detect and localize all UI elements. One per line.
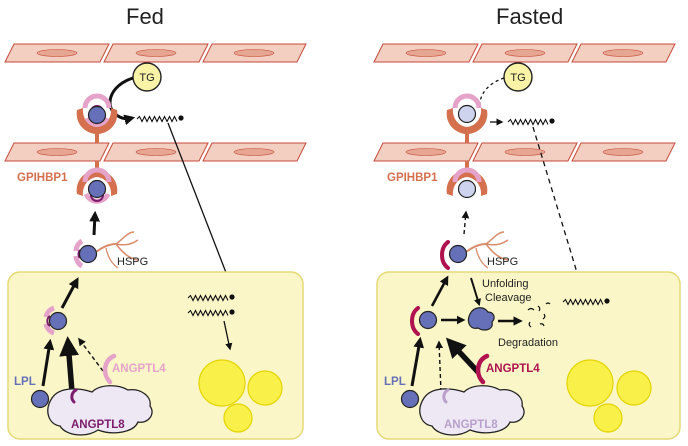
lipid-droplet-icon <box>566 359 652 433</box>
lpl-dimer-luminal <box>82 93 112 127</box>
hspg-label: HSPG <box>117 256 148 268</box>
fatty-acid-icon <box>507 117 556 126</box>
angptl8-complex <box>419 385 525 436</box>
lpl-label: LPL <box>384 376 406 388</box>
lpl-monomer <box>400 389 420 409</box>
endothelium-bottom <box>373 142 676 162</box>
fed-panel: Fed TG <box>4 4 307 440</box>
gpihbp1-luminal <box>76 108 118 143</box>
angptl4-protein <box>102 353 117 385</box>
gpihbp1-luminal <box>446 108 488 143</box>
lpl-dimerization-arrow <box>41 338 55 387</box>
angptl4-protein <box>475 353 490 385</box>
lipid-droplet-icon <box>198 359 283 433</box>
angptl4-promotion-arrow <box>445 337 481 374</box>
lpl-dimer-gpihbp1-inactive <box>452 167 482 199</box>
lpl-dimer-luminal-inactive <box>452 93 482 124</box>
gpihbp1-label: GPIHBP1 <box>387 172 438 184</box>
transport-arrow-lpl-hspg <box>60 277 79 309</box>
lpl-dimerization-arrow <box>410 336 425 387</box>
angptl8-label: ANGPTL8 <box>71 419 125 431</box>
degradation-label: Degradation <box>498 337 558 349</box>
angptl8-label: ANGPTL8 <box>444 419 498 431</box>
endothelium-bottom <box>4 142 307 162</box>
transport-arrow-hspg-gpihbp1 <box>89 210 101 236</box>
storage-arrow <box>223 320 233 351</box>
hspg-label: HSPG <box>487 256 518 268</box>
transport-arrow-lpl-hspg <box>430 275 449 307</box>
fasted-title: Fasted <box>496 4 563 29</box>
tg-label: TG <box>510 72 525 84</box>
fatty-acid-icon <box>136 114 185 123</box>
fed-title: Fed <box>126 4 164 29</box>
unfolding-arrow <box>470 277 481 307</box>
transport-arrow-hspg-gpihbp1 <box>461 210 470 235</box>
angptl8-dashed-arrow <box>435 340 444 393</box>
angptl4-label: ANGPTL4 <box>486 363 540 375</box>
cleavage-label: Cleavage <box>485 292 531 304</box>
lpl-dimer-gpihbp1 <box>82 167 112 204</box>
angptl4-label: ANGPTL4 <box>112 363 166 375</box>
angptl8-complex <box>47 385 153 436</box>
degradation-fragments-icon <box>527 302 551 328</box>
angptl8-bound-arc <box>442 388 450 404</box>
fa-uptake-arrow <box>532 126 603 354</box>
fa-uptake-arrow <box>167 122 234 290</box>
unfolded-lpl <box>467 307 495 331</box>
gpihbp1-label-group: GPIHBP1 <box>17 172 68 184</box>
tg-label: TG <box>139 72 154 84</box>
tg-particle: TG <box>503 62 533 92</box>
hspg-icon <box>465 231 509 269</box>
hydrolysis-arrow <box>108 76 136 126</box>
endothelium-top <box>373 43 676 63</box>
fasted-panel: Fasted TG <box>373 4 681 440</box>
lpl-label: LPL <box>14 376 36 388</box>
lpl-angptl4-intracellular <box>410 306 438 336</box>
angptl8-bound-arc <box>70 388 78 404</box>
hspg-icon <box>95 231 139 269</box>
angptl8-promotion-arrow <box>59 336 79 393</box>
tg-particle: TG <box>132 62 162 92</box>
lpl-dimer-secretory <box>43 305 68 336</box>
endothelium-top <box>4 43 307 63</box>
lpl-angptl4-hspg <box>440 240 468 270</box>
gpihbp1-label: GPIHBP1 <box>17 172 68 184</box>
lpl-monomer <box>30 389 50 409</box>
hydrolysis-arrow <box>479 77 505 105</box>
lpl-dimer-hspg <box>73 238 98 269</box>
unfolding-label: Unfolding <box>482 278 528 290</box>
